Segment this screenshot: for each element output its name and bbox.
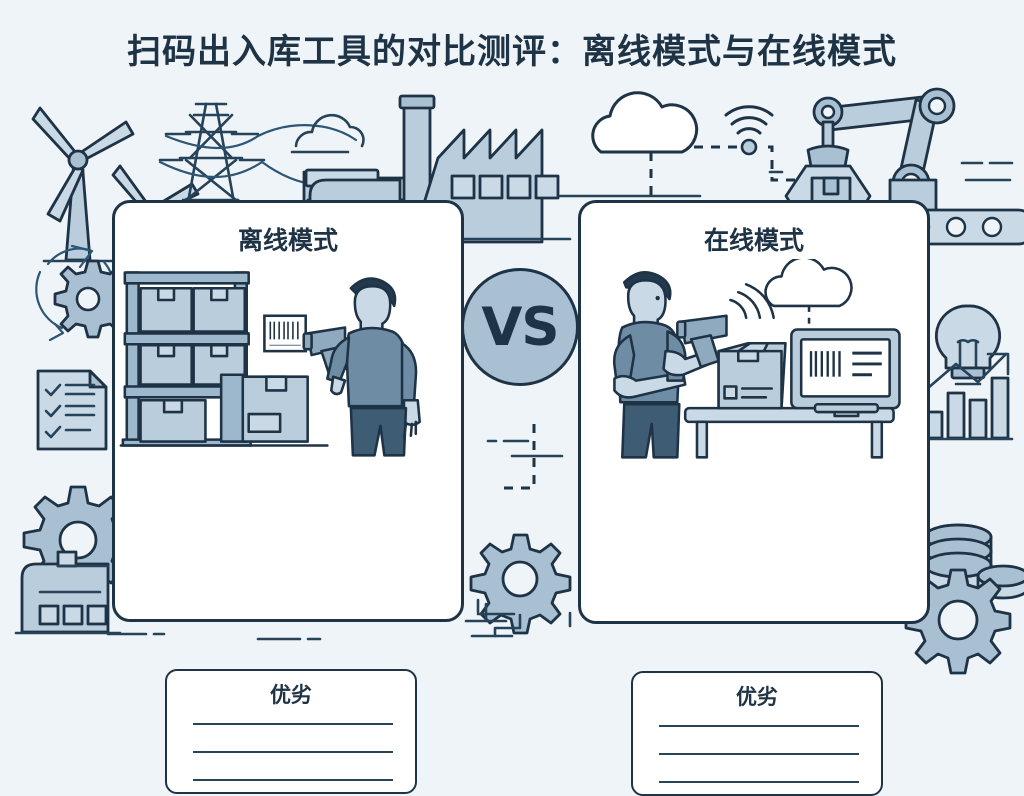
desk-online-scan-illustration: .j-ink { stroke:#1e3345; stroke-width:2.… xyxy=(612,259,901,459)
barcode-label xyxy=(263,314,307,353)
bottom-post-icon xyxy=(464,602,508,623)
cloud xyxy=(764,259,853,308)
cardboard-box xyxy=(717,341,787,410)
wifi-right-dash xyxy=(768,145,800,182)
center-gear-icon xyxy=(469,533,572,635)
checklist-document-icon xyxy=(36,369,108,451)
monitor-barcode xyxy=(809,351,841,377)
pros-cons-title-online: 优劣 xyxy=(736,685,778,709)
vs-badge: VS xyxy=(461,268,579,386)
pros-line-2 xyxy=(193,751,393,753)
card-offline-title: 离线模式 xyxy=(237,226,338,255)
pros-cons-box-online[interactable]: 优劣 xyxy=(631,671,883,796)
dash-marks-right xyxy=(960,161,1014,182)
dashed-connector-lines xyxy=(486,424,564,490)
pros-line-1 xyxy=(659,725,859,727)
center-stand-lines xyxy=(470,612,522,638)
cloud-outline-icon xyxy=(290,113,365,154)
lightbulb-icon xyxy=(934,304,1002,386)
cardboard-boxes xyxy=(219,373,309,443)
page-title: 扫码出入库工具的对比测评：离线模式与在线模式 xyxy=(127,32,897,72)
cloud-icon xyxy=(591,91,699,154)
monitor-text-lines xyxy=(852,351,882,377)
card-online-mode[interactable]: 在线模式 .j-ink { stroke:#1e3345; stroke-wid… xyxy=(578,200,930,796)
wifi-signal xyxy=(729,283,775,319)
monitor-with-barcode xyxy=(790,328,901,418)
pros-cons-title-offline: 优劣 xyxy=(270,683,312,707)
pros-line-3 xyxy=(659,781,859,783)
pros-line-2 xyxy=(659,753,859,755)
desk xyxy=(683,406,895,459)
gear-bottom-right-icon xyxy=(904,568,1012,675)
warehouse-offline-scan-illustration: .i-ink { stroke:#1e3345; stroke-width:2.… xyxy=(119,271,421,457)
wifi-signal-icon xyxy=(724,105,774,156)
bar-chart-growth-icon xyxy=(920,352,1014,441)
worker-person xyxy=(326,277,421,457)
card-online-title: 在线模式 xyxy=(703,226,804,255)
bottom-left-dashes xyxy=(106,632,322,641)
pros-cons-box-offline[interactable]: 优劣 xyxy=(165,669,417,794)
factory-small-icon xyxy=(14,550,122,635)
pros-line-1 xyxy=(193,723,393,725)
pros-line-3 xyxy=(193,779,393,781)
worker-person xyxy=(612,270,709,459)
factory-windows xyxy=(450,174,560,200)
infographic-canvas: .ink { stroke:#1e3345; stroke-width:3; f… xyxy=(14,32,1024,796)
vs-label: VS xyxy=(481,296,559,358)
card-offline-mode[interactable]: 离线模式 .i-ink { stroke:#1e3345; stroke-wid… xyxy=(112,200,464,794)
